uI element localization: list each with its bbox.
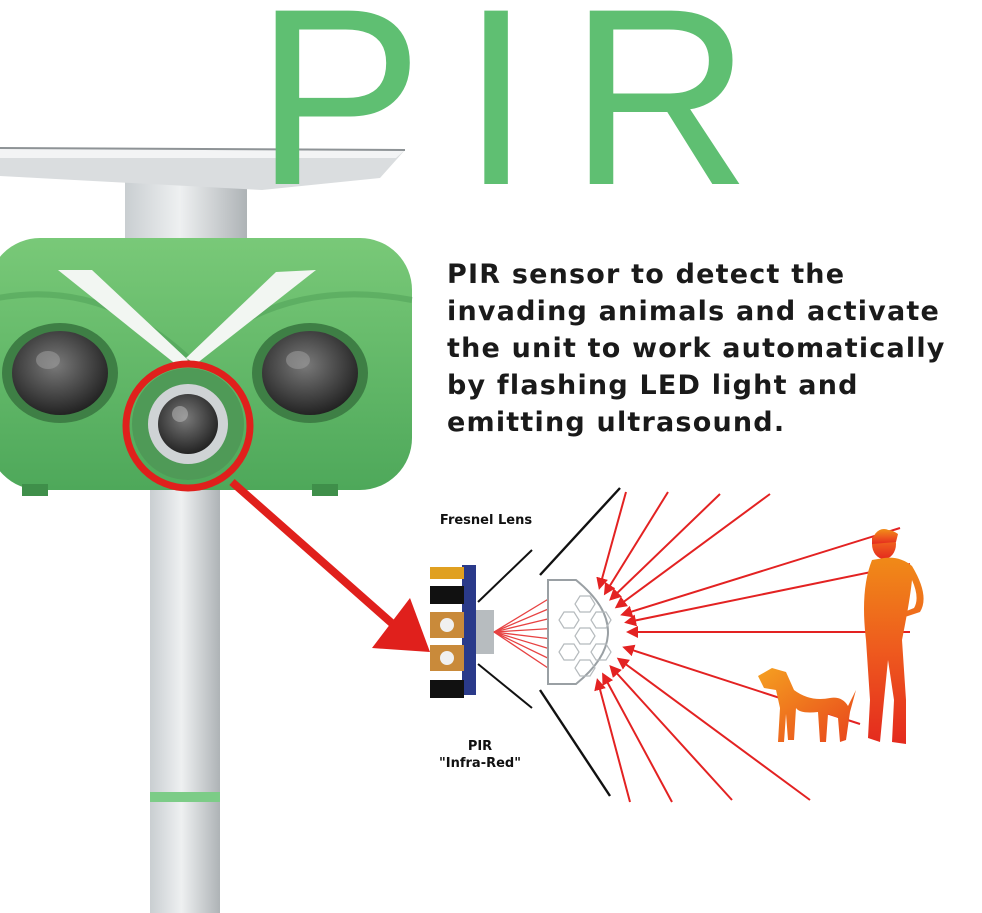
solar-panel-icon (0, 147, 406, 190)
pole-green-band (150, 792, 220, 802)
infrared-rays (594, 491, 911, 803)
pir-diagram (430, 487, 924, 803)
pir-label-line1: PIR (467, 739, 493, 754)
fresnel-lens-label: Fresnel Lens (439, 513, 533, 528)
sensor-highlight-circle (122, 360, 254, 492)
led-strip-right (186, 270, 316, 364)
feature-description: PIR sensor to detect the invading animal… (447, 259, 946, 438)
solar-repeller-device (0, 147, 413, 913)
pir-element (476, 610, 494, 654)
pir-label-line2: "Infra-Red" (438, 756, 521, 771)
pointer-arrow (229, 479, 430, 652)
pir-label: PIR "Infra-Red" (420, 738, 540, 772)
device-neck (125, 178, 247, 248)
human-silhouette-icon (864, 529, 924, 744)
dog-silhouette-icon (758, 668, 856, 742)
speaker-eye-right (252, 323, 368, 423)
device-pole (150, 470, 220, 913)
headline-pir: PIR (255, 0, 790, 238)
led-strip-left (58, 270, 188, 366)
pir-sensor-icon (132, 368, 244, 480)
speaker-eye-left (2, 323, 118, 423)
fresnel-lens-icon (547, 579, 612, 685)
circuit-board (430, 565, 476, 698)
